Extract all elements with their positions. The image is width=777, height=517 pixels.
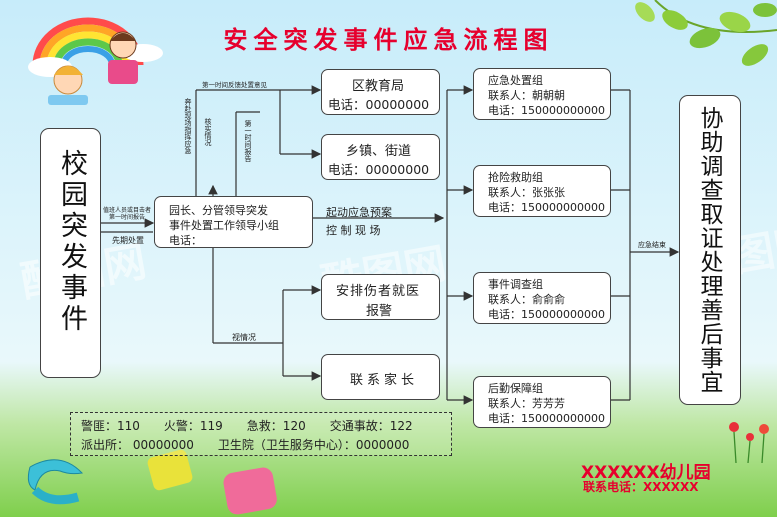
leader-line1: 园长、分管领导突发 xyxy=(169,204,268,217)
group-phone: 电话：150000000000 xyxy=(488,412,605,425)
phones-line2: 派出所： 00000000 卫生院（卫生服务中心）：0000000 xyxy=(81,438,410,452)
town-box: 乡镇、街道 电话：00000000 xyxy=(321,134,440,180)
medical-box: 安排伤者就医 报警 xyxy=(321,274,440,320)
alphabet-blocks-decoration xyxy=(27,449,277,515)
medical-line2: 报警 xyxy=(366,304,393,319)
group-contact: 联系人：芳芳芳 xyxy=(488,397,565,410)
group-contact: 联系人：俞俞俞 xyxy=(488,293,565,306)
emergency-phones-box: 警匪：110 火警：119 急救：120 交通事故：122 派出所： 00000… xyxy=(70,412,452,456)
leader-group-box: 园长、分管领导突发 事件处置工作领导小组 电话： xyxy=(154,196,313,248)
label-feedback: 第一时间反馈处置意见 xyxy=(202,81,267,89)
group-box-investigation: 事件调查组 联系人：俞俞俞 电话：150000000000 xyxy=(473,272,611,324)
phones-line1: 警匪：110 火警：119 急救：120 交通事故：122 xyxy=(81,419,413,433)
group-phone: 电话：150000000000 xyxy=(488,308,605,321)
incident-box: 校园突发事件 xyxy=(40,128,101,378)
label-start-plan: 起动应急预案 xyxy=(326,206,392,219)
group-contact: 联系人：朝朝朝 xyxy=(488,89,565,102)
group-phone: 电话：150000000000 xyxy=(488,201,605,214)
group-name: 事件调查组 xyxy=(488,278,543,291)
group-name: 抢险救助组 xyxy=(488,171,543,184)
edu-bureau-box: 区教育局 电话：00000000 xyxy=(321,69,440,115)
page-title: 安全突发事件应急流程图 xyxy=(223,26,554,54)
label-as-needed: 视情况 xyxy=(232,333,256,342)
parents-label: 联系家长 xyxy=(350,373,419,388)
incident-label: 校园突发事件 xyxy=(56,149,87,335)
final-box: 协助调查取证处理善后事宜 xyxy=(679,95,741,405)
leader-line3: 电话： xyxy=(169,234,202,247)
label-end: 应急结束 xyxy=(638,241,666,249)
leaves-decoration xyxy=(635,0,777,66)
group-contact: 联系人：张张张 xyxy=(488,186,565,199)
edu-bureau-phone: 电话：00000000 xyxy=(328,97,430,112)
town-phone: 电话：00000000 xyxy=(328,162,430,177)
school-phone: 联系电话：XXXXXX xyxy=(583,480,699,494)
label-verify: 核实情况 xyxy=(204,118,212,146)
school-name: XXXXXX幼儿园 xyxy=(581,463,711,483)
parents-box: 联系家长 xyxy=(321,354,440,400)
group-name: 后勤保障组 xyxy=(488,382,543,395)
group-phone: 电话：150000000000 xyxy=(488,104,605,117)
town-name: 乡镇、街道 xyxy=(346,144,412,159)
group-box-logistics: 后勤保障组 联系人：芳芳芳 电话：150000000000 xyxy=(473,376,611,428)
label-onsite: 奔赴现场指挥应急 xyxy=(184,98,192,154)
label-early-handle: 先期处置 xyxy=(112,236,144,245)
rainbow-illustration xyxy=(28,17,163,105)
group-name: 应急处置组 xyxy=(488,74,543,87)
edu-bureau-name: 区教育局 xyxy=(352,79,405,94)
final-label: 协助调查取证处理善后事宜 xyxy=(696,106,722,394)
flowers-decoration xyxy=(729,422,769,464)
group-box-emergency: 应急处置组 联系人：朝朝朝 电话：150000000000 xyxy=(473,68,611,120)
label-first-report: 值班人员或目击者第一时间报告 xyxy=(102,207,151,221)
medical-line1: 安排伤者就医 xyxy=(336,284,421,299)
label-control-site: 控 制 现 场 xyxy=(326,224,381,237)
leader-line2: 事件处置工作领导小组 xyxy=(169,219,279,232)
label-first-time-report: 第一时间报告 xyxy=(244,120,252,162)
group-box-rescue: 抢险救助组 联系人：张张张 电话：150000000000 xyxy=(473,165,611,217)
